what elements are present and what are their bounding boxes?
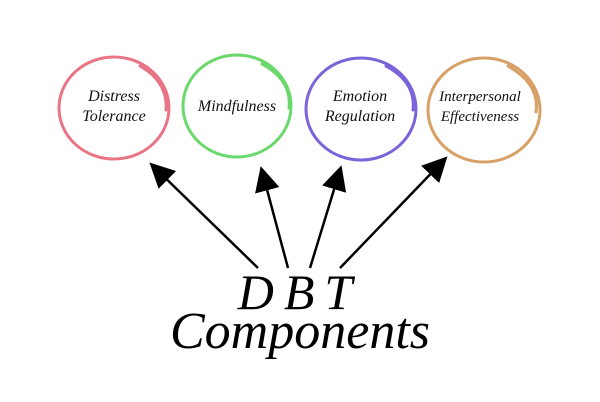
arrow-to-mindfulness — [255, 166, 290, 269]
title-components: Components — [170, 303, 430, 360]
arrow-to-interpersonal-effectiveness — [339, 156, 448, 269]
label-interpersonal-effectiveness: Interpersonal Effectiveness — [439, 89, 521, 125]
circle-mindfulness — [181, 53, 293, 159]
circle-interpersonal-effectiveness — [426, 56, 542, 164]
title-dbt: DBT — [237, 264, 363, 320]
circle-distress-tolerance — [57, 55, 171, 161]
label-emotion-regulation: Emotion Regulation — [324, 88, 396, 125]
circle-emotion-regulation — [304, 56, 418, 162]
arrow-to-distress-tolerance — [149, 162, 259, 269]
arrow-to-emotion-regulation — [308, 165, 347, 269]
label-mindfulness: Mindfulness — [197, 98, 277, 115]
label-distress-tolerance: Distress Tolerance — [82, 88, 146, 125]
